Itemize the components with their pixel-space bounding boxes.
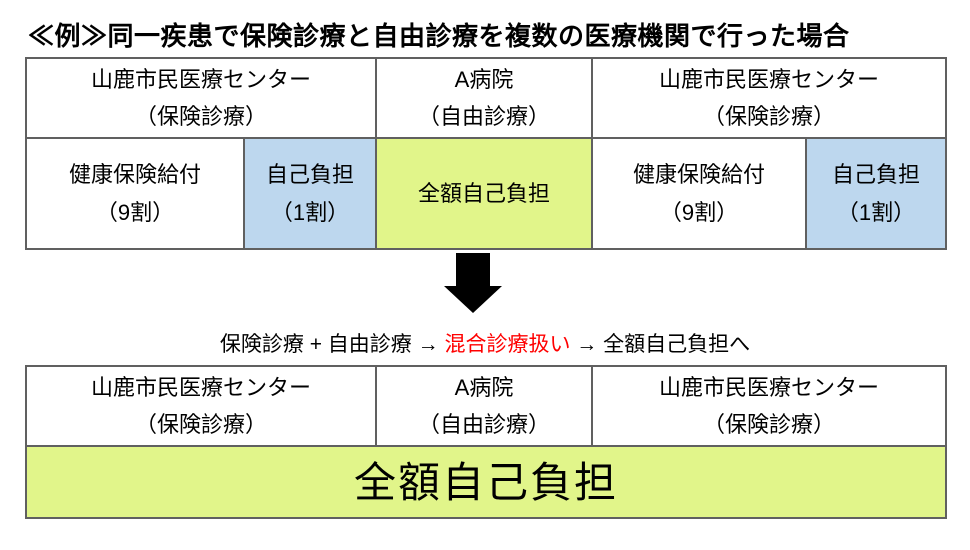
institution-name: 山鹿市民医療センター [658, 67, 879, 92]
table-before-mixed-care: 山鹿市民医療センター （保険診療） A病院 （自由診療） 山鹿市民医療センター … [25, 57, 947, 250]
formula-right: → 全額自己負担へ [570, 333, 751, 356]
payment-cell-copay: 自己負担 （1割） [245, 139, 377, 250]
payment-label: 健康保険給付 [68, 161, 201, 187]
payment-cell-copay: 自己負担 （1割） [807, 139, 947, 250]
institution-name: 山鹿市民医療センター [90, 67, 311, 92]
payment-label: 自己負担 [265, 161, 354, 187]
institution-note: （自由診療） [417, 412, 550, 437]
payment-cell-insurance-benefit: 健康保険給付 （9割） [27, 139, 245, 250]
institution-cell: 山鹿市民医療センター （保険診療） [27, 59, 377, 139]
institution-name: A病院 [454, 375, 514, 400]
table-after-mixed-care: 山鹿市民医療センター （保険診療） A病院 （自由診療） 山鹿市民医療センター … [25, 365, 947, 519]
institution-name: A病院 [454, 67, 514, 92]
institution-note: （保険診療） [134, 412, 267, 437]
page-title: ≪例≫同一疾患で保険診療と自由診療を複数の医療機関で行った場合 [28, 21, 850, 51]
result-cell-full-self-pay: 全額自己負担 [27, 447, 947, 519]
payment-ratio: （9割） [95, 199, 175, 225]
institution-cell: A病院 （自由診療） [377, 59, 593, 139]
institution-name: 山鹿市民医療センター [90, 375, 311, 400]
formula-left: 保険診療 + 自由診療 → [219, 333, 445, 356]
result-label: 全額自己負担 [353, 458, 618, 506]
institution-cell: 山鹿市民医療センター （保険診療） [593, 367, 947, 447]
payment-label: 自己負担 [831, 161, 920, 187]
formula-highlight-mixed-care: 混合診療扱い [444, 333, 571, 356]
institution-cell: A病院 （自由診療） [377, 367, 593, 447]
institution-note: （保険診療） [702, 104, 835, 129]
payment-label: 全額自己負担 [417, 180, 550, 206]
institution-cell: 山鹿市民医療センター （保険診療） [593, 59, 947, 139]
down-arrow-icon [444, 253, 502, 313]
institution-cell: 山鹿市民医療センター （保険診療） [27, 367, 377, 447]
institution-note: （保険診療） [702, 412, 835, 437]
payment-cell-insurance-benefit: 健康保険給付 （9割） [593, 139, 807, 250]
mixed-care-formula: 保険診療 + 自由診療 → 混合診療扱い → 全額自己負担へ [0, 328, 970, 358]
payment-ratio: （1割） [836, 199, 916, 225]
institution-note: （保険診療） [134, 104, 267, 129]
payment-ratio: （9割） [659, 199, 739, 225]
payment-ratio: （1割） [270, 199, 350, 225]
payment-label: 健康保険給付 [632, 161, 765, 187]
payment-cell-full-self-pay: 全額自己負担 [377, 139, 593, 250]
institution-name: 山鹿市民医療センター [658, 375, 879, 400]
institution-note: （自由診療） [417, 104, 550, 129]
